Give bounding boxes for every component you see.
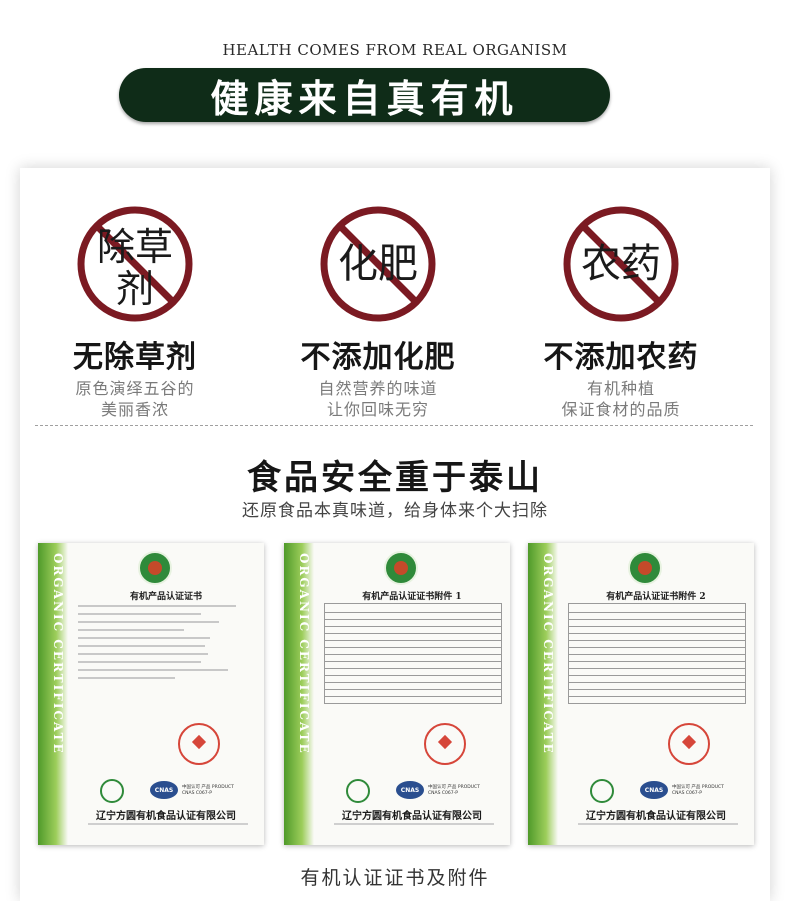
cnas-label: 中国认可 产品 PRODUCT CNAS C067-P [182, 785, 234, 796]
cnas-logo: CNAS [150, 781, 178, 799]
certificate-image: ORGANIC CERTIFICATE 有机产品认证证书附件 2 CNAS 中国… [528, 543, 754, 845]
issuer-address [578, 823, 738, 825]
cnas-logo: CNAS [640, 781, 668, 799]
certificate-table [568, 603, 746, 711]
badge-label: 化肥 [338, 241, 418, 287]
no-herbicide-badge: 除草剂 [75, 204, 195, 324]
prohibited-icon [563, 206, 679, 322]
feature-title: 无除草剂 [73, 340, 197, 375]
feature-description-line: 原色演绎五谷的 [75, 379, 195, 398]
issuer-name: 辽宁方圆有机食品认证有限公司 [586, 811, 726, 822]
certificate-title: 有机产品认证证书 [129, 592, 202, 602]
feature-list: 除草剂 无除草剂 原色演绎五谷的 美丽香浓 化肥 不添加化肥 自然营养的味道 让… [20, 204, 770, 424]
no-fertilizer-badge: 化肥 [318, 204, 438, 324]
prohibited-icon [77, 206, 193, 322]
english-subtitle: HEALTH COMES FROM REAL ORGANISM [222, 41, 568, 59]
feature-no-herbicide: 除草剂 无除草剂 原色演绎五谷的 美丽香浓 [20, 204, 250, 420]
page-title: 健康来自真有机 [119, 68, 610, 122]
prohibited-icon [320, 206, 436, 322]
certificate-stripe [38, 543, 68, 845]
cnas-logo: CNAS [396, 781, 424, 799]
certificate-stripe-text: ORGANIC CERTIFICATE [51, 553, 65, 755]
feature-description-line: 自然营养的味道 [318, 379, 438, 398]
feature-title: 不添加农药 [543, 340, 699, 375]
badge-label: 除草剂 [96, 225, 173, 311]
feature-title: 不添加化肥 [300, 340, 456, 375]
certificate-image: ORGANIC CERTIFICATE 有机产品认证证书 CNAS 中国认可 产… [38, 543, 264, 845]
cnas-label: 中国认可 产品 PRODUCT CNAS C067-P [428, 785, 480, 796]
certificate-stripe-text: ORGANIC CERTIFICATE [297, 553, 311, 755]
certification-logo-icon [100, 779, 124, 803]
issuer-address [334, 823, 494, 825]
certificate-table [324, 603, 502, 711]
organic-emblem-icon [628, 551, 662, 585]
certificate-caption: 有机认证证书及附件 [300, 867, 490, 889]
organic-emblem-icon [384, 551, 418, 585]
feature-description-line: 保证食材的品质 [561, 400, 681, 419]
feature-no-fertilizer: 化肥 不添加化肥 自然营养的味道 让你回味无穷 [263, 204, 493, 420]
safety-heading: 食品安全重于泰山 [247, 458, 543, 498]
issuer-name: 辽宁方圆有机食品认证有限公司 [342, 811, 482, 822]
red-seal-icon [178, 723, 220, 765]
certificate-image: ORGANIC CERTIFICATE 有机产品认证证书附件 1 CNAS 中国… [284, 543, 510, 845]
dashed-divider [35, 425, 753, 426]
red-seal-icon [668, 723, 710, 765]
organic-emblem-icon [138, 551, 172, 585]
safety-subheading: 还原食品本真味道，给身体来个大扫除 [242, 501, 548, 521]
no-pesticide-badge: 农药 [561, 204, 681, 324]
feature-no-pesticide: 农药 不添加农药 有机种植 保证食材的品质 [506, 204, 736, 420]
feature-description-line: 美丽香浓 [100, 400, 169, 419]
badge-label: 农药 [581, 241, 661, 287]
red-seal-icon [424, 723, 466, 765]
certificate-gallery: ORGANIC CERTIFICATE 有机产品认证证书 CNAS 中国认可 产… [20, 543, 770, 845]
certificate-title: 有机产品认证证书附件 2 [606, 592, 706, 602]
feature-description-line: 有机种植 [586, 379, 655, 398]
feature-description-line: 让你回味无穷 [326, 400, 429, 419]
certificate-stripe-text: ORGANIC CERTIFICATE [541, 553, 555, 755]
certificate-title: 有机产品认证证书附件 1 [362, 592, 462, 602]
certificate-stripe [284, 543, 314, 845]
content-panel: 除草剂 无除草剂 原色演绎五谷的 美丽香浓 化肥 不添加化肥 自然营养的味道 让… [20, 168, 770, 901]
issuer-address [88, 823, 248, 825]
certificate-body-text [78, 605, 254, 685]
certification-logo-icon [346, 779, 370, 803]
issuer-name: 辽宁方圆有机食品认证有限公司 [96, 811, 236, 822]
certification-logo-icon [590, 779, 614, 803]
certificate-stripe [528, 543, 558, 845]
cnas-label: 中国认可 产品 PRODUCT CNAS C067-P [672, 785, 724, 796]
